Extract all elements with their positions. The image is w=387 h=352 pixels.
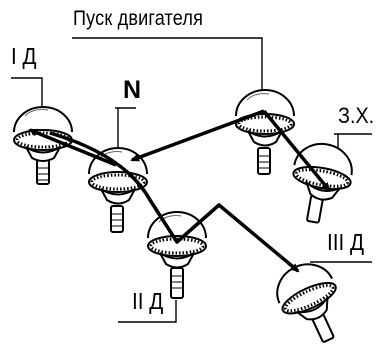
arrow-start-to-neutral [130, 109, 265, 162]
second-gear-label: II Д [132, 288, 164, 314]
knob-first-gear-icon [13, 106, 73, 185]
leader-lines [11, 37, 372, 323]
start-position-label: З.Х. [338, 103, 375, 128]
knob-neutral-icon [88, 147, 148, 233]
third-gear-label: III Д [327, 229, 365, 255]
arrow-neutral-to-first-gear [28, 128, 117, 167]
engine-start-label: Пуск двигателя [73, 7, 204, 30]
leader-second-gear [118, 300, 177, 323]
arrow-first-gear-to-third-gear [49, 131, 300, 273]
arrow-start-to-start-position [262, 109, 331, 192]
neutral-label: N [123, 76, 142, 104]
leader-first-gear [11, 77, 43, 110]
shift-path-arrows [28, 109, 331, 273]
knob-engine-start-icon [235, 89, 295, 175]
first-gear-label: I Д [11, 43, 37, 69]
leader-start [72, 37, 263, 104]
knob-third-gear-icon [276, 263, 337, 343]
